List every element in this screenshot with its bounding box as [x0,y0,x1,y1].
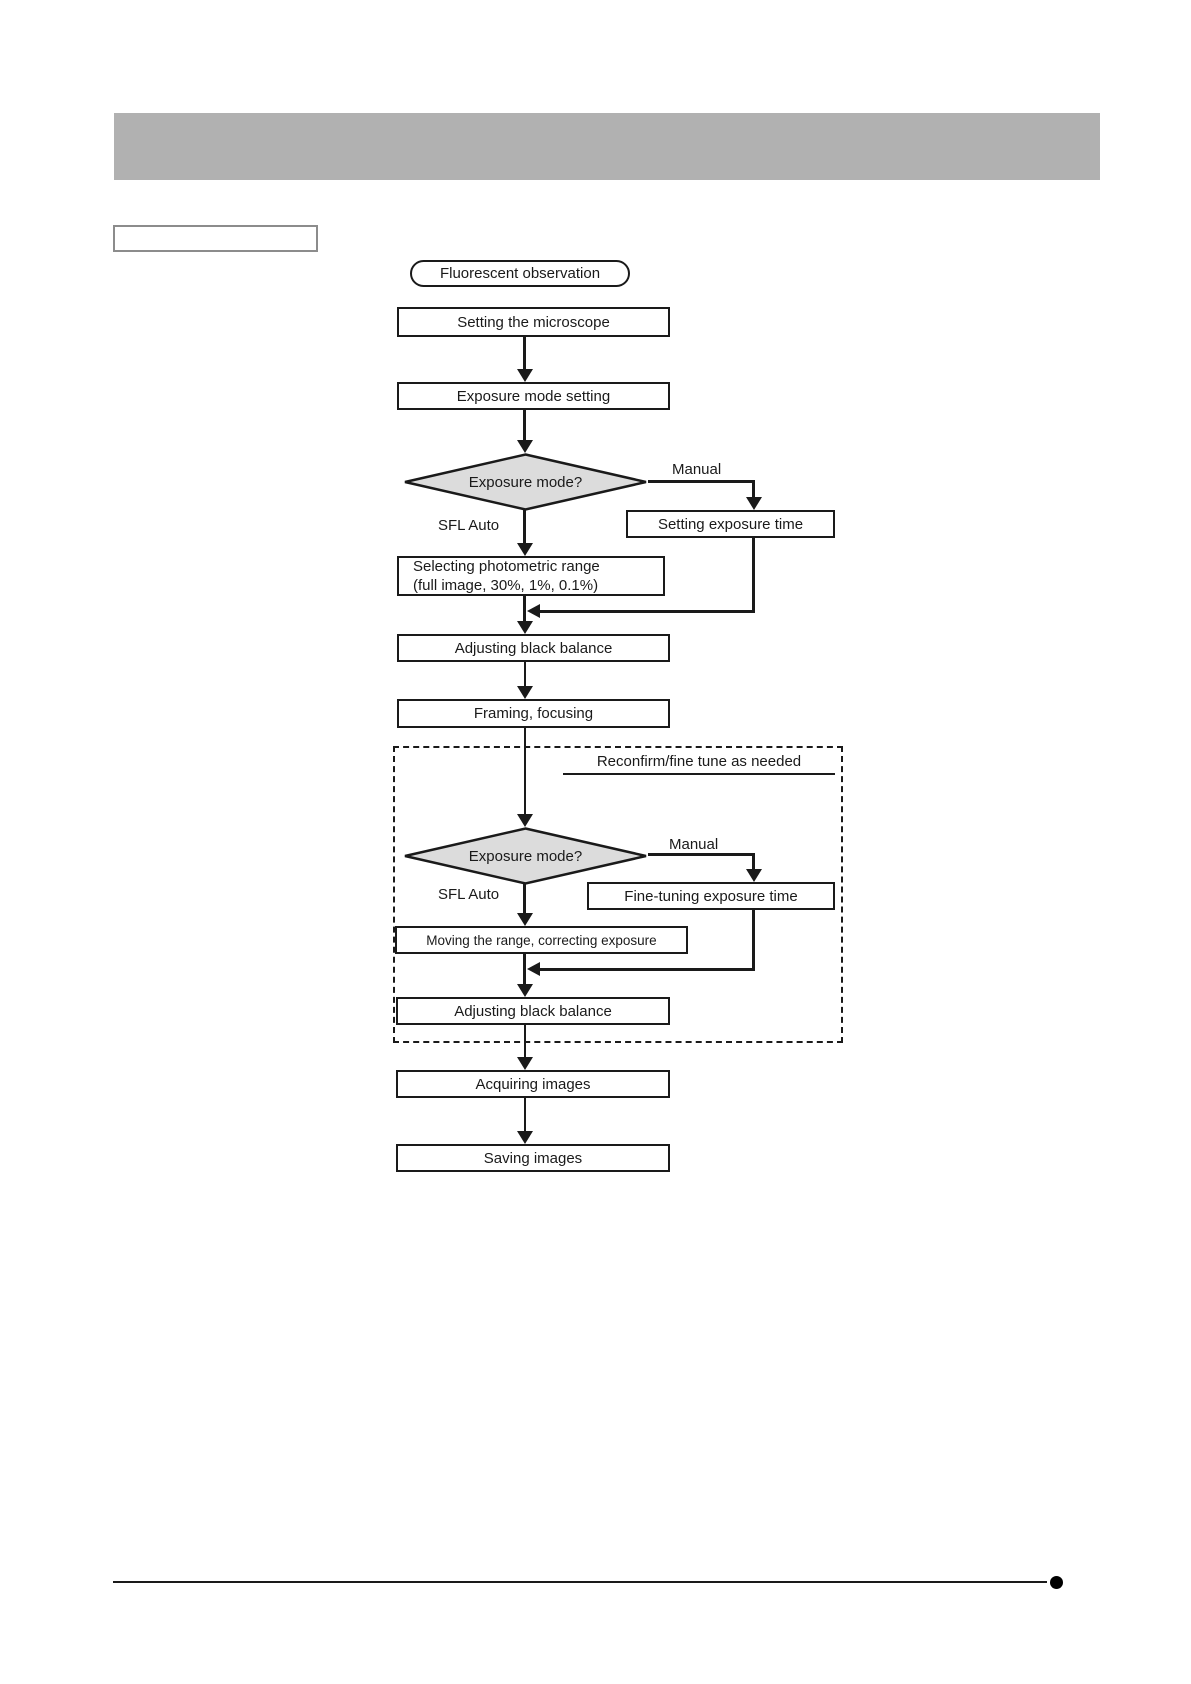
flow-line [523,884,526,915]
arrow-down-icon [517,984,533,997]
flow-line [523,954,526,985]
branch-label-sfl-auto-1: SFL Auto [438,517,500,534]
decision-exposure-mode-2: Exposure mode? [403,827,648,885]
arrow-down-icon [517,814,533,827]
arrow-down-icon [517,369,533,382]
branch-label-sfl-auto-2: SFL Auto [438,886,500,903]
arrow-down-icon [746,869,762,882]
flow-line [539,968,755,971]
flow-line [752,538,755,613]
step-label: Framing, focusing [473,705,594,722]
step-label: Moving the range, correcting exposure [426,932,657,948]
flow-line [523,337,526,370]
diamond-shape-icon [404,827,647,885]
step-framing-focusing: Framing, focusing [397,699,670,728]
arrow-down-icon [517,686,533,699]
step-exposure-mode-setting: Exposure mode setting [397,382,670,410]
diamond-shape-icon [404,453,647,511]
step-adjusting-black-balance-1: Adjusting black balance [397,634,670,662]
branch-label-manual-2: Manual [669,836,719,853]
flow-start-terminator: Fluorescent observation [410,260,630,287]
decision-label: Exposure mode? [468,473,583,491]
flow-line [752,480,755,499]
flow-line [523,410,526,441]
flow-line [524,662,526,688]
step-selecting-photometric-range: Selecting photometric range (full image,… [397,556,665,596]
arrow-down-icon [517,440,533,453]
step-moving-range-correcting-exposure: Moving the range, correcting exposure [395,926,688,954]
section-label-box [113,225,318,252]
flow-start-label: Fluorescent observation [439,265,601,282]
step-label: Setting exposure time [657,515,804,533]
flow-line [524,1098,526,1132]
reconfirm-dashed-region [393,746,843,1043]
decision-exposure-mode-1: Exposure mode? [403,453,648,511]
footer-rule [113,1581,1047,1583]
step-label-line1: Selecting photometric range [413,558,600,575]
step-setting-exposure-time: Setting exposure time [626,510,835,538]
arrow-down-icon [517,1057,533,1070]
step-label: Setting the microscope [457,313,610,331]
arrow-down-icon [517,913,533,926]
step-adjusting-black-balance-2: Adjusting black balance [396,997,670,1025]
step-label: Adjusting black balance [454,639,613,657]
flow-line [752,853,755,871]
flow-line [752,910,755,971]
step-label: Exposure mode setting [456,387,611,405]
step-label: Saving images [483,1149,583,1167]
arrow-down-icon [746,497,762,510]
step-label: Acquiring images [475,1075,591,1093]
footer-page-dot [1050,1576,1063,1589]
flow-line [523,510,526,544]
flow-line [648,480,755,483]
flow-line [524,728,526,816]
arrow-down-icon [517,543,533,556]
step-acquiring-images: Acquiring images [396,1070,670,1098]
arrow-down-icon [517,1131,533,1144]
step-fine-tuning-exposure-time: Fine-tuning exposure time [587,882,835,910]
branch-label-manual-1: Manual [672,461,722,478]
step-setting-microscope: Setting the microscope [397,307,670,337]
decision-label: Exposure mode? [468,847,583,865]
arrow-down-icon [517,621,533,634]
reconfirm-note: Reconfirm/fine tune as needed [563,753,835,775]
flow-line [523,595,526,622]
flow-line [648,853,755,856]
flow-line [539,610,755,613]
step-label: Fine-tuning exposure time [624,887,798,905]
step-label: Adjusting black balance [454,1002,612,1020]
arrow-left-icon [527,604,540,618]
step-label-line2: (full image, 30%, 1%, 0.1%) [413,577,599,594]
step-saving-images: Saving images [396,1144,670,1172]
arrow-left-icon [527,962,540,976]
header-bar [114,113,1100,180]
flow-line [524,1025,526,1058]
